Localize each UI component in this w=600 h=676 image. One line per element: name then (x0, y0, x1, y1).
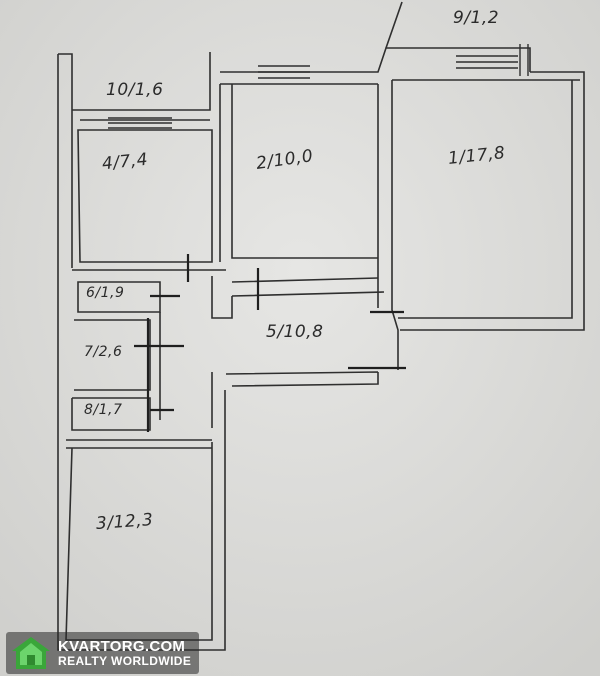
wall-room4 (77, 129, 213, 263)
wall-hint-top (385, 1, 403, 49)
wall-room8 (71, 397, 151, 431)
room-label-3: 3/12,3 (95, 510, 155, 534)
wall-room2-room1 (377, 80, 399, 370)
outer-wall-top-left (58, 53, 73, 58)
wall-hallway (211, 276, 379, 428)
watermark-brand: KVARTORG.COM (58, 637, 186, 655)
room-label-5: 5/10,8 (266, 322, 324, 342)
watermark-tagline: REALTY WORLDWIDE (58, 653, 192, 668)
room-label-9: 9/1,2 (453, 8, 500, 28)
room-label-10: 10/1,6 (106, 80, 164, 100)
wall-room3 (66, 439, 212, 449)
room-label-8: 8/1,7 (84, 402, 123, 418)
wall-room10-top (72, 52, 211, 121)
window-room10 (108, 117, 172, 129)
house-icon (10, 635, 52, 671)
outer-wall-right (398, 71, 585, 331)
window-room2 (258, 65, 310, 79)
wall-room2-left (219, 84, 378, 262)
watermark-logo: KVARTORG.COM REALTY WORLDWIDE (6, 632, 200, 674)
wall-room7 (74, 312, 161, 420)
window-room1 (456, 44, 529, 76)
windows (108, 44, 529, 129)
doors (134, 254, 406, 432)
room-label-7: 7/2,6 (84, 344, 123, 360)
room-label-6: 6/1,9 (86, 285, 125, 301)
